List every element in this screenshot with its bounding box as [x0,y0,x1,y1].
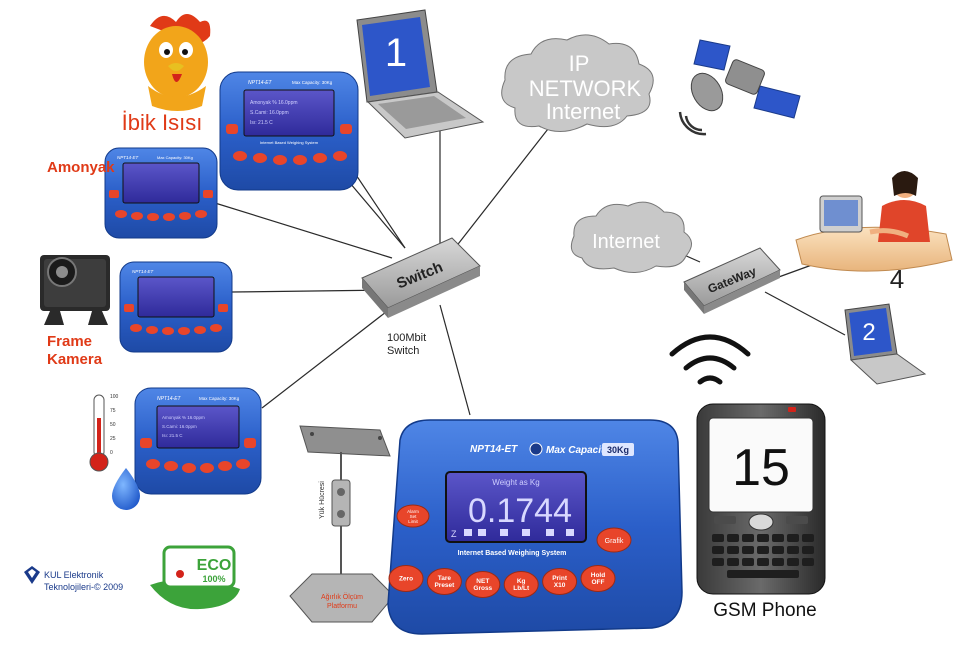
eco-percent: 100% [202,574,225,584]
amonyak-label: Amonyak [47,159,115,176]
key-label-0: Zero [399,576,413,583]
switch-icon [361,237,481,318]
key-button-2 [465,571,501,598]
thermo-scale-75: 75 [110,408,116,414]
thermo-scale-100: 100 [110,394,119,400]
eco-badge-icon [150,545,240,610]
small-capacity-top: Max Capacity: 30Kg [292,80,333,85]
load-cell-icon [299,425,391,578]
main-indicator: NPT14-ET Max Capacity: 30Kg Weight as Kg… [387,419,683,635]
line-switch-ipnetwork [454,119,556,249]
phone-number: 15 [732,439,790,497]
laptop-1-icon [356,9,485,139]
key-button-5 [580,565,616,592]
small-model-camera: NPT14-ET [132,269,155,274]
main-lcd-header: Weight as Kg [492,478,539,487]
platform-label-1: Ağırlık Ölçüm [321,593,363,601]
kul-logo-icon [24,566,40,584]
key-button-4 [542,568,578,595]
line-gateway-laptop2 [764,291,846,336]
small-capacity-thermo: Max Capacity: 30Kg [199,396,240,401]
indicator-top: NPT14-ET Max Capacity: 30Kg Amonyak % 16… [219,71,359,191]
small-model-thermo: NPT14-ET [157,396,182,402]
line-switch-amonyak [214,202,393,259]
indicator-thermo: NPT14-ET Max Capacity: 30Kg Amonyak % 16… [134,387,262,495]
key-button-1 [426,568,462,595]
small-model: NPT14-ET [117,155,140,160]
small-lcd-line-2: S.Cami: 16.0ppm [250,110,289,116]
internet-cloud-label: Internet [592,231,660,253]
small-capacity: Max Capacity: 30Kg [157,155,193,160]
main-system-label: Internet Based Weighing System [458,550,567,557]
laptop-1-number: 1 [385,31,407,75]
key-button-3 [503,571,539,598]
small-lcd-thermo-2: S.Cami: 16.0ppm [162,424,197,429]
line-switch-main [439,304,471,416]
main-lcd-reading: 0.1744 [468,492,572,530]
frame-kamera-label-1: Frame [47,333,92,350]
company-name: KUL Elektronik [44,570,104,580]
gateway-icon [683,247,781,314]
operator-desk-icon [795,171,953,272]
main-capacity-label: Max Capacity: [546,445,613,456]
key-button-0 [388,565,424,592]
thermo-scale-50: 50 [110,422,116,428]
line-switch-thermo [261,304,396,409]
company-copyright: Teknolojileri-© 2009 [44,582,123,592]
small-lcd-line-3: Isı: 21.5 C [250,120,273,126]
laptop-2-icon [844,303,927,385]
thermo-scale-0: 0 [110,450,113,456]
small-lcd-thermo-3: Isı: 21.5 C [162,433,183,438]
main-lcd-z: Z [451,529,457,539]
ip-network-line-1: IP [569,51,590,76]
satellite-icon [678,39,801,136]
operator-number: 4 [890,264,904,294]
ip-network-line-3: Internet [546,99,621,124]
thermo-scale-25: 25 [110,436,116,442]
load-cell-label: Yük Hücresi [319,481,326,519]
chicken-mascot-icon [144,14,211,111]
small-model-top: NPT14-ET [248,80,273,86]
indicator-camera: NPT14-ET [119,261,233,353]
laptop-2-number: 2 [862,319,875,346]
gsm-phone-icon [696,403,826,595]
main-capacity-value: 30Kg [607,445,629,455]
phone-caption: GSM Phone [713,600,817,621]
small-lcd-line-1: Amonyak % 16.0ppm [250,100,298,106]
camera-icon [40,255,110,325]
thermometer-icon: 100 75 50 25 0 [89,394,119,472]
ibik-isisi-label: İbik Isısı [122,110,203,135]
frame-kamera-label-2: Kamera [47,351,103,368]
main-model: NPT14-ET [470,444,518,455]
platform-label-2: Platformu [327,603,357,610]
small-lcd-thermo-1: Amonyak % 16.0ppm [162,415,205,420]
ip-network-cloud-icon [501,34,654,132]
switch-caption-2: Switch [387,345,419,357]
wifi-icon [669,334,751,385]
switch-caption-1: 100Mbit [387,332,426,344]
internet-cloud-icon [570,201,692,273]
small-system-top: Internet Based Weighing System [260,140,319,145]
eco-label: ECO [197,557,232,574]
main-right-button: Grafik [605,538,624,545]
ip-network-line-2: NETWORK [529,76,642,101]
water-drop-icon [112,468,140,510]
indicator-amonyak: NPT14-ET Max Capacity: 30Kg [104,147,218,239]
